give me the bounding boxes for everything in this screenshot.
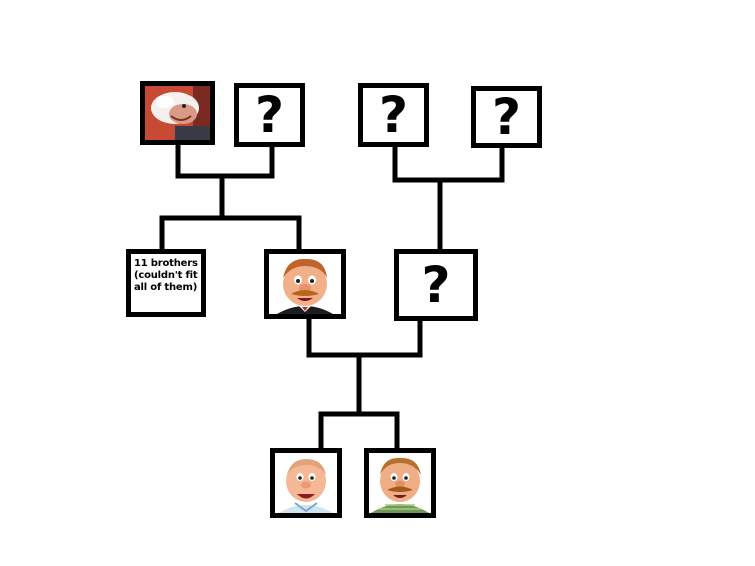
great-grandmother-unknown-box: ? <box>234 83 305 147</box>
unknown-question-mark: ? <box>491 88 521 146</box>
child-left-box <box>270 448 342 518</box>
brothers-note-text: 11 brothers (couldn't fit all of them) <box>134 258 198 293</box>
father-puppet-image <box>269 254 341 314</box>
connector-top-right-couple <box>392 142 505 183</box>
connector-children <box>318 411 400 451</box>
great-grandfather-box <box>140 81 215 145</box>
father-box <box>264 249 346 319</box>
unknown-question-mark: ? <box>421 256 451 314</box>
mother-unknown-box: ? <box>394 249 478 321</box>
child-left-puppet-image <box>275 453 337 513</box>
unknown-question-mark: ? <box>378 86 408 144</box>
connector-siblings <box>159 215 302 252</box>
child-right-puppet-image <box>369 453 431 513</box>
unknown-question-mark: ? <box>254 86 284 144</box>
maternal-great-grandfather-unknown-box: ? <box>358 83 429 147</box>
brothers-note-box: 11 brothers (couldn't fit all of them) <box>126 249 206 317</box>
connector-top-left-couple <box>175 142 275 179</box>
connector-parents <box>306 316 423 358</box>
child-right-box <box>364 448 436 518</box>
elder-puppet-image <box>145 86 210 140</box>
maternal-great-grandmother-unknown-box: ? <box>471 86 542 148</box>
